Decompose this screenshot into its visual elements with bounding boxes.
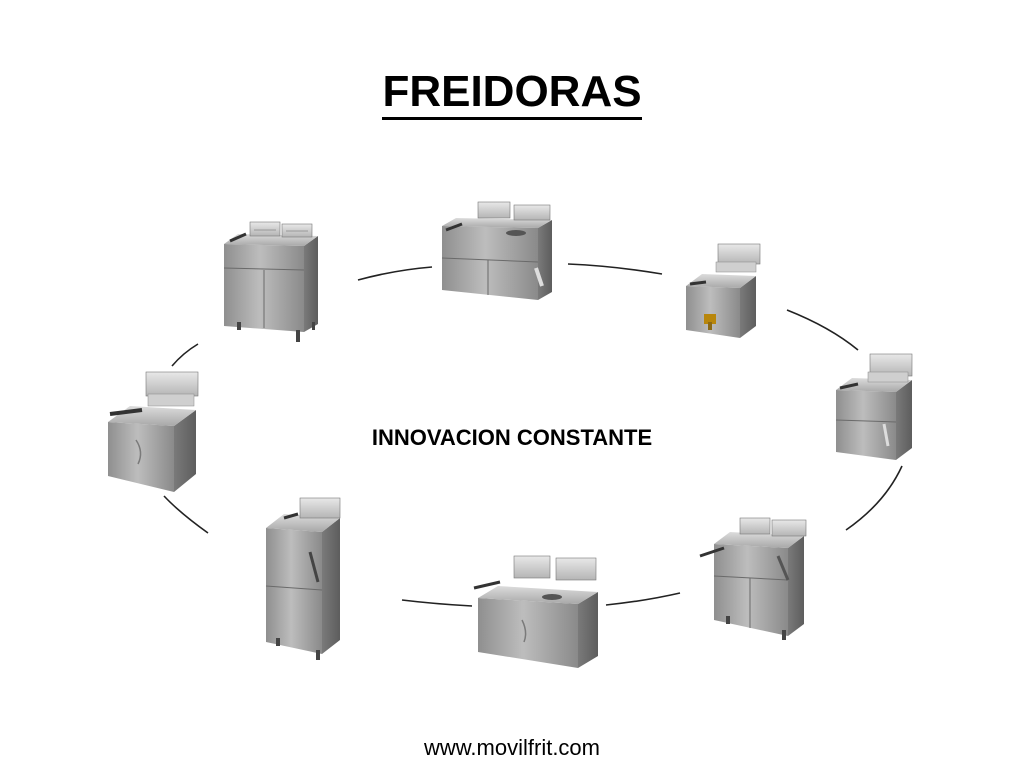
- connector-arc: [605, 592, 681, 606]
- fryer-double-countertop-drawer-image: [441, 201, 552, 300]
- slide-title: FREIDORAS: [0, 66, 1024, 120]
- connector-arcs: [163, 263, 903, 607]
- fryer-single-countertop-image: [108, 371, 199, 492]
- connector-arc: [171, 343, 199, 367]
- website-link[interactable]: www.movilfrit.com: [423, 735, 600, 760]
- fryer-single-cabinet-image: [835, 353, 913, 460]
- connector-arc: [786, 309, 859, 351]
- fryer-single-countertop-tap-image: [686, 243, 761, 338]
- slide-title-text: FREIDORAS: [382, 69, 642, 120]
- connector-arc: [401, 599, 473, 607]
- fryer-double-cabinet-tap-image: [699, 517, 807, 640]
- connector-arc: [163, 495, 209, 534]
- connector-arc: [567, 263, 663, 275]
- fryer-double-countertop-image: [473, 555, 598, 668]
- fryer-single-on-cabinet-image: [265, 497, 341, 660]
- slogan: INNOVACION CONSTANTE: [371, 425, 653, 450]
- connector-arc: [357, 266, 433, 281]
- connector-arc: [845, 465, 903, 531]
- fryer-double-on-cabinet-image: [223, 221, 318, 342]
